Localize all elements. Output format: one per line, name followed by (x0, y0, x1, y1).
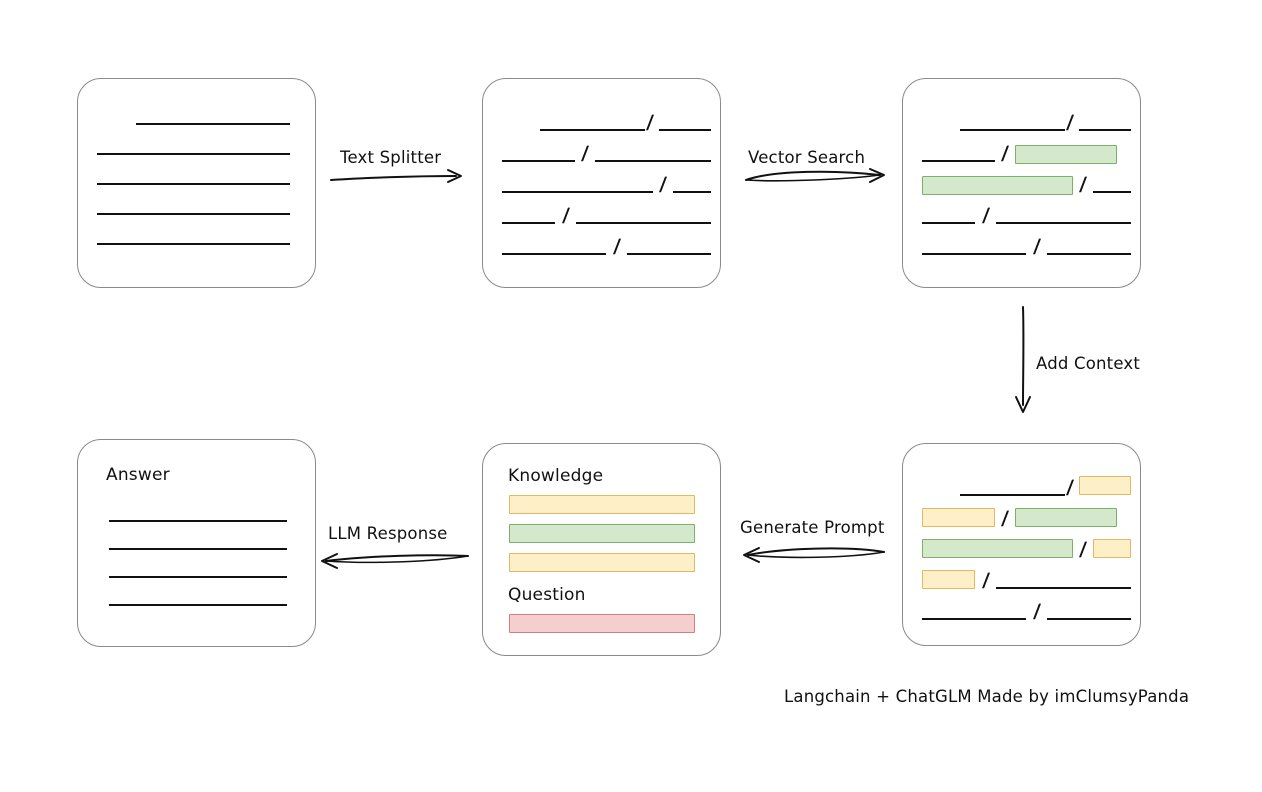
text-line (1093, 191, 1131, 193)
text-line (1047, 253, 1131, 255)
slash-glyph: / (1032, 600, 1042, 623)
text-line (576, 222, 711, 224)
context-highlight (922, 539, 1073, 558)
answer-contents: Answer (78, 440, 315, 646)
text-line (922, 222, 975, 224)
text-line (996, 222, 1131, 224)
text-line (673, 191, 711, 193)
arrow-vector-search (745, 168, 885, 183)
arrow-label-vector-search: Vector Search (748, 148, 866, 167)
prompt-question-heading: Question (508, 585, 586, 605)
slash-glyph: / (658, 173, 668, 196)
box-prompt[interactable]: Knowledge Question (482, 443, 721, 656)
text-line (97, 183, 290, 185)
slash-glyph: / (1078, 173, 1088, 196)
text-line (595, 160, 711, 162)
slash-glyph: / (1032, 235, 1042, 258)
slash-glyph: / (981, 569, 991, 592)
arrow-add-context (1015, 306, 1031, 413)
arrow-label-generate-prompt: Generate Prompt (740, 518, 885, 537)
context-highlight (1015, 508, 1117, 527)
text-line (136, 123, 290, 125)
split-chunks-lines: / / / / / (483, 79, 720, 287)
prompt-context-lines: / / / / / (903, 444, 1140, 645)
matched-chunk-highlight (1015, 145, 1117, 164)
text-line (502, 191, 653, 193)
slash-glyph: / (612, 235, 622, 258)
arrow-llm-response (321, 553, 469, 569)
answer-heading: Answer (106, 465, 170, 485)
text-line (922, 160, 995, 162)
arrow-label-text-splitter: Text Splitter (340, 148, 442, 167)
source-document-lines (78, 79, 315, 287)
text-line (1079, 129, 1131, 131)
text-line (627, 253, 711, 255)
text-line (97, 213, 290, 215)
context-highlight (1093, 539, 1131, 558)
context-highlight (1079, 476, 1131, 495)
slash-glyph: / (1000, 142, 1010, 165)
text-line (1047, 618, 1131, 620)
arrow-label-add-context: Add Context (1036, 354, 1141, 373)
question-bar[interactable] (509, 614, 695, 633)
text-line (97, 243, 290, 245)
box-source-document[interactable] (77, 78, 316, 288)
context-highlight (922, 570, 975, 589)
context-highlight (922, 508, 995, 527)
slash-glyph: / (981, 204, 991, 227)
slash-glyph: / (645, 111, 655, 134)
prompt-contents: Knowledge Question (483, 444, 720, 655)
credit-text: Langchain + ChatGLM Made by imClumsyPand… (784, 687, 1190, 706)
text-line (502, 222, 555, 224)
slash-glyph: / (580, 142, 590, 165)
matched-chunks-lines: / / / / / (903, 79, 1140, 287)
text-line (922, 618, 1026, 620)
text-line (97, 153, 290, 155)
text-line (502, 253, 606, 255)
matched-chunk-highlight (922, 176, 1073, 195)
text-line (502, 160, 575, 162)
knowledge-bar[interactable] (509, 553, 695, 572)
text-line (109, 576, 287, 578)
slash-glyph: / (1000, 507, 1010, 530)
slash-glyph: / (561, 204, 571, 227)
arrow-generate-prompt (743, 547, 885, 563)
box-split-chunks[interactable]: / / / / / (482, 78, 721, 288)
text-line (109, 548, 287, 550)
text-line (996, 587, 1131, 589)
text-line (659, 129, 711, 131)
box-matched-chunks[interactable]: / / / / / (902, 78, 1141, 288)
text-line (922, 253, 1026, 255)
knowledge-bar[interactable] (509, 495, 695, 514)
slash-glyph: / (1065, 111, 1075, 134)
text-line (109, 520, 287, 522)
box-prompt-context[interactable]: / / / / / (902, 443, 1141, 646)
knowledge-bar[interactable] (509, 524, 695, 543)
arrow-text-splitter (330, 169, 462, 183)
text-line (960, 129, 1065, 131)
arrow-label-llm-response: LLM Response (328, 524, 448, 543)
box-answer[interactable]: Answer (77, 439, 316, 647)
slash-glyph: / (1078, 538, 1088, 561)
prompt-knowledge-heading: Knowledge (508, 466, 604, 486)
text-line (540, 129, 645, 131)
text-line (960, 494, 1065, 496)
slash-glyph: / (1065, 476, 1075, 499)
text-line (109, 604, 287, 606)
